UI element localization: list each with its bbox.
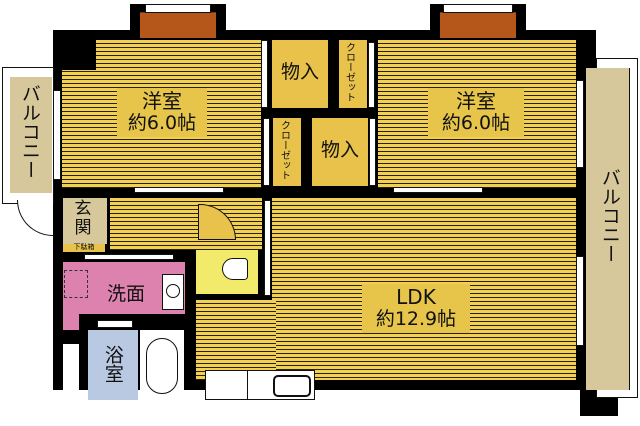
western-room-left-name: 洋室 [142, 89, 182, 113]
balcony-left-door[interactable] [53, 90, 61, 180]
balcony-right [586, 68, 630, 390]
balcony-left-label: バルコニー [18, 84, 41, 179]
storage-mid-label: 物入 [320, 139, 359, 161]
storage-top [272, 40, 328, 108]
washing-machine-space-icon [64, 270, 88, 298]
ldk-door[interactable] [264, 200, 271, 296]
pillar-top-left [62, 40, 96, 70]
storage-top-label: 物入 [280, 61, 319, 83]
toilet-icon [222, 258, 248, 280]
bathroom-door[interactable] [97, 320, 133, 328]
balcony-right-door-lower[interactable] [576, 256, 584, 346]
storage-mid [312, 118, 368, 186]
entrance-label: 玄関 [74, 199, 92, 238]
storage-mid-door[interactable] [369, 118, 376, 186]
bay-window-left-glass [145, 4, 211, 13]
ldk-size: 約12.9帖 [375, 308, 457, 330]
bathroom-label: 浴室 [101, 345, 124, 383]
washroom-door[interactable] [84, 254, 174, 260]
sliding-door-right-room[interactable] [393, 187, 483, 193]
storage-small [63, 344, 79, 400]
balcony-right-door-upper[interactable] [576, 80, 584, 168]
western-room-left-label: 洋室 約6.0帖 [117, 88, 207, 137]
closet-mid [273, 118, 301, 186]
closet-door-left[interactable] [261, 40, 268, 108]
shoe-box-label: 下駄箱 [73, 243, 95, 251]
balcony-left [10, 77, 52, 193]
western-room-right-label: 洋室 約6.0帖 [428, 88, 524, 137]
entrance [63, 198, 107, 244]
wash-basin-bowl [166, 284, 180, 298]
bay-window-left [140, 12, 216, 38]
bathtub-icon [146, 338, 178, 394]
western-room-left-size: 約6.0帖 [127, 112, 197, 134]
shoe-box [63, 244, 105, 252]
closet-top-label: クローゼット [343, 42, 355, 102]
entry-door[interactable] [17, 200, 53, 236]
ldk-name: LDK [396, 285, 436, 309]
closet-door-right[interactable] [368, 42, 375, 108]
bathroom [88, 330, 138, 400]
closet-top [339, 40, 367, 108]
kitchen-sink-icon [273, 375, 311, 397]
ldk-label: LDK 約12.9帖 [362, 284, 470, 333]
balcony-right-label: バルコニー [598, 168, 621, 263]
sliding-door-left-room[interactable] [134, 187, 224, 193]
washroom-label: 洗面 [106, 283, 145, 305]
toilet-door[interactable] [198, 204, 236, 240]
kitchen-counter-divider [247, 370, 248, 400]
ldk-lower-extension [196, 300, 276, 380]
washroom-lower [63, 314, 79, 330]
closet-mid-label: クローゼット [278, 120, 290, 180]
bay-window-right [440, 12, 516, 38]
western-room-right-size: 約6.0帖 [441, 112, 511, 134]
closet-mid-door[interactable] [263, 118, 270, 186]
western-room-right-name: 洋室 [456, 89, 496, 113]
bay-window-right-glass [443, 4, 513, 13]
hallway [110, 198, 262, 250]
